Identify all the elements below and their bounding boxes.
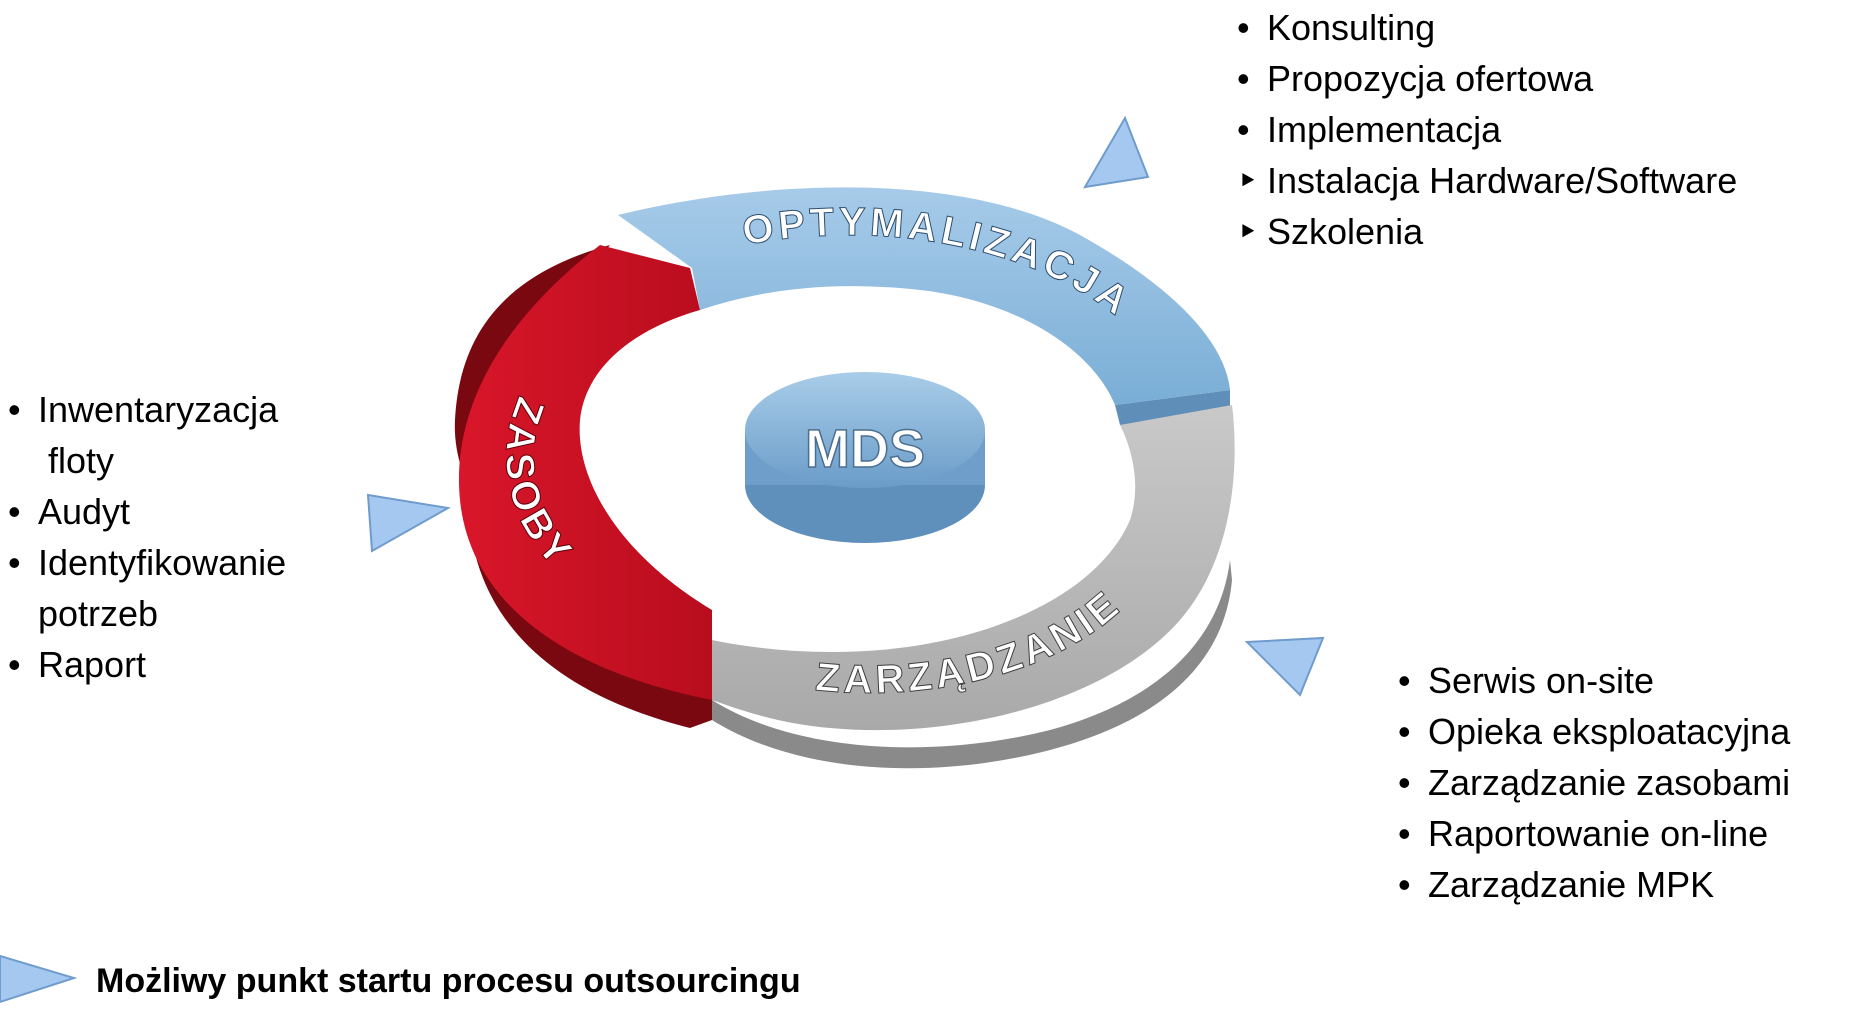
list-item-text: potrzeb: [38, 593, 159, 634]
bullet: •: [1398, 660, 1411, 701]
bullet: •: [1398, 762, 1411, 803]
list-item-text: Propozycja ofertowa: [1267, 58, 1594, 99]
list-item: • Raport: [8, 639, 286, 690]
list-item-text: Zarządzanie MPK: [1428, 864, 1715, 905]
legend-marker: [0, 954, 78, 1004]
list-item: • Zarządzanie MPK: [1398, 859, 1790, 910]
list-item-text: Inwentaryzacja: [38, 389, 279, 430]
segment-zarzadzanie-side: [712, 560, 1232, 769]
zasoby-list: • Inwentaryzacja floty • Audyt • Identyfiko…: [8, 384, 286, 690]
bullet: •: [1237, 7, 1250, 48]
segment-zasoby: [458, 245, 712, 700]
bullet: •: [1398, 711, 1411, 752]
segment-optymalizacja-side: [1115, 390, 1230, 425]
list-item-text: Instalacja Hardware/Software: [1267, 160, 1738, 201]
list-item-text: Audyt: [38, 491, 131, 532]
list-item: floty: [8, 435, 286, 486]
list-item: • Implementacja: [1237, 104, 1737, 155]
bullet: •: [1237, 58, 1250, 99]
list-item: ‣Szkolenia: [1237, 206, 1737, 257]
segment-zarzadzanie: [712, 405, 1235, 731]
bullet: ‣: [1237, 211, 1259, 252]
bullet: •: [1398, 864, 1411, 905]
bullet: ‣: [1237, 160, 1259, 201]
list-item-text: Raportowanie on-line: [1428, 813, 1769, 854]
bullet: •: [8, 644, 21, 685]
list-item: • Opieka eksploatacyjna: [1398, 706, 1790, 757]
list-item: • Audyt: [8, 486, 286, 537]
list-item-text: floty: [38, 440, 115, 481]
segment-optymalizacja: [618, 187, 1230, 405]
list-item-text: Serwis on-site: [1428, 660, 1655, 701]
bullet: •: [1398, 813, 1411, 854]
list-item-text: Raport: [38, 644, 147, 685]
optymalizacja-list: • Konsulting • Propozycja ofertowa • Implem…: [1237, 2, 1737, 257]
bullet: •: [8, 542, 21, 583]
zarzadzanie-list: • Serwis on-site • Opieka eksploatacyjna •…: [1398, 655, 1790, 910]
list-item: • Raportowanie on-line: [1398, 808, 1790, 859]
list-item-text: Identyfikowanie: [38, 542, 287, 583]
list-item-text: Opieka eksploatacyjna: [1428, 711, 1791, 752]
list-item-text: Zarządzanie zasobami: [1428, 762, 1791, 803]
center-label: MDS: [805, 419, 925, 479]
bullet: •: [8, 491, 21, 532]
list-item-text: Konsulting: [1267, 7, 1436, 48]
list-item-text: Implementacja: [1267, 109, 1502, 150]
start-point-triangle-icon: [1244, 636, 1325, 697]
bullet: •: [8, 389, 21, 430]
legend: Możliwy punkt startu procesu outsourcing…: [0, 950, 1100, 1010]
list-item: • Konsulting: [1237, 2, 1737, 53]
list-item: • Identyfikowanie: [8, 537, 286, 588]
legend-text: Możliwy punkt startu procesu outsourcing…: [96, 962, 801, 1000]
start-point-triangle-icon: [366, 493, 451, 553]
start-point-triangle-icon: [0, 954, 78, 1004]
list-item: ‣Instalacja Hardware/Software: [1237, 155, 1737, 206]
list-item: • Propozycja ofertowa: [1237, 53, 1737, 104]
center-disk-top: [745, 372, 985, 488]
list-item: • Zarządzanie zasobami: [1398, 757, 1790, 808]
list-item: potrzeb: [8, 588, 286, 639]
list-item: • Serwis on-site: [1398, 655, 1790, 706]
start-point-triangle-icon: [1083, 115, 1150, 189]
bullet: •: [1237, 109, 1250, 150]
list-item-text: Szkolenia: [1267, 211, 1424, 252]
list-item: • Inwentaryzacja: [8, 384, 286, 435]
